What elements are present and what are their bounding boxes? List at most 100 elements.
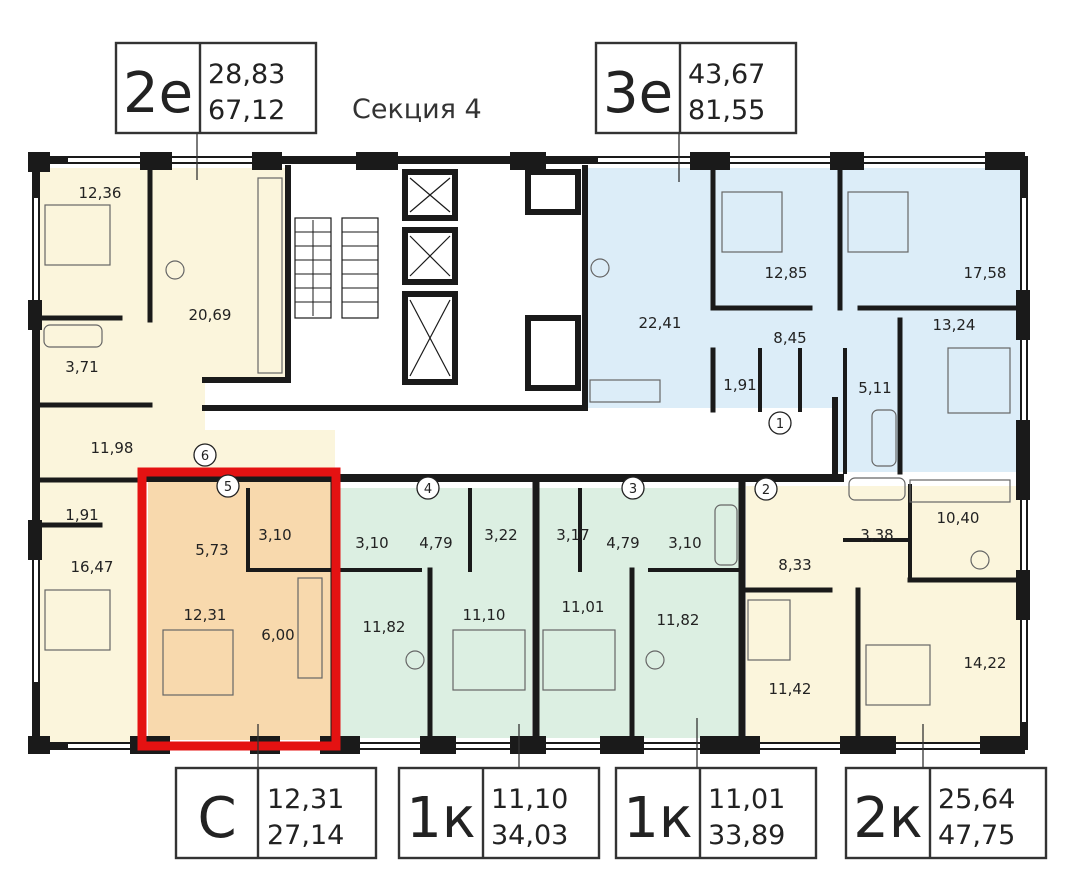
bed-icon [865,644,931,706]
kitchen-counter [297,577,323,679]
room-area-label: 10,40 [937,509,980,527]
apartment-1k-a-area[interactable] [340,488,532,738]
room-area-label: 11,98 [91,439,134,457]
selected-apartment-frame[interactable] [137,467,341,751]
living-area-value: 28,83 [208,59,285,90]
svg-text:2: 2 [762,483,770,498]
room-area-label: 11,42 [769,680,812,698]
bathtub-icon [871,409,897,467]
room-area-label: 11,82 [657,611,700,629]
apartment-type-label: 1к [623,786,692,851]
room-area-label: 20,69 [189,306,232,324]
apartment-studio-area[interactable] [148,482,334,740]
room-area-label: 8,45 [773,329,806,347]
room-area-label: 11,10 [463,606,506,624]
tag-studio[interactable]: С 12,31 27,14 [174,766,378,860]
svg-text:5: 5 [224,480,232,495]
room-area-label: 5,73 [195,541,228,559]
bathtub-icon [848,477,906,501]
apartment-fills [40,168,1020,742]
room-area-label: 3,22 [484,526,517,544]
apartment-3e-area[interactable] [585,168,1020,472]
bed-icon [747,599,791,661]
room-area-label: 11,01 [562,598,605,616]
bed-icon [847,191,909,253]
room-area-label: 13,24 [933,316,976,334]
tag-1k-a[interactable]: 1к 11,10 34,03 [397,766,601,860]
apartment-2e-area[interactable] [40,168,335,742]
entrance-marker-2[interactable]: 2 [754,477,778,501]
shaft-right-2 [525,315,581,391]
kitchen-counter [909,479,1011,503]
section-title: Секция 4 [352,94,482,125]
tag-1k-b[interactable]: 1к 11,01 33,89 [614,766,818,860]
elevator-3 [402,291,458,385]
stair-1 [294,217,332,319]
apartment-tags [196,134,924,768]
bed-icon [162,629,234,696]
room-area-label: 12,85 [765,264,808,282]
furniture [43,177,1011,706]
room-area-label: 1,91 [65,506,98,524]
room-area-label: 12,36 [79,184,122,202]
svg-text:3: 3 [629,482,637,497]
total-area-value: 67,12 [208,95,285,126]
entrance-marker-5[interactable]: 5 [216,474,240,498]
room-area-label: 1,91 [723,376,756,394]
room-area-label: 12,31 [184,606,227,624]
total-area-value: 47,75 [938,820,1015,851]
elevator-2 [402,227,458,285]
room-area-label: 11,82 [363,618,406,636]
total-area-value: 34,03 [491,820,568,851]
shaft-right [525,169,581,215]
tag-3e[interactable]: 3e 43,67 81,55 [594,41,798,135]
bathtub-icon [43,324,103,348]
elevator-1 [402,169,458,221]
bed-icon [721,191,783,253]
room-area-label: 5,11 [858,379,891,397]
entrance-marker-4[interactable]: 4 [416,476,440,500]
room-area-label: 4,79 [606,534,639,552]
tag-2k[interactable]: 2к 25,64 47,75 [844,766,1048,860]
room-area-label: 3,10 [258,526,291,544]
room-labels: 12,36 20,69 3,71 11,98 1,91 16,47 5,73 3… [65,184,1006,698]
room-area-label: 16,47 [71,558,114,576]
entrance-marker-6[interactable]: 6 [193,443,217,467]
table-icon [590,258,610,278]
apartment-type-label: 1к [406,786,475,851]
room-area-label: 3,71 [65,358,98,376]
apartment-type-label: 2e [123,61,193,126]
total-area-value: 27,14 [267,820,344,851]
entrance-marker-1[interactable]: 1 [768,411,792,435]
room-area-label: 3,17 [556,526,589,544]
bed-icon [947,347,1011,414]
room-area-label: 4,79 [419,534,452,552]
building-core [294,169,581,391]
room-area-label: 3,38 [860,526,893,544]
living-area-value: 11,01 [708,784,785,815]
living-area-value: 12,31 [267,784,344,815]
room-area-label: 3,10 [668,534,701,552]
apartment-1k-b-area[interactable] [536,488,742,738]
apartment-type-label: 2к [853,786,922,851]
entrance-marker-3[interactable]: 3 [621,476,645,500]
table-icon [645,650,665,670]
bed-icon [452,629,526,691]
stair-2 [341,217,379,319]
room-area-label: 6,00 [261,626,294,644]
bathtub-icon [714,504,738,566]
apartment-type-label: 3e [603,61,673,126]
room-area-label: 8,33 [778,556,811,574]
living-area-value: 25,64 [938,784,1015,815]
svg-text:6: 6 [201,449,209,464]
apartment-type-label: С [197,786,236,851]
total-area-value: 81,55 [688,95,765,126]
bed-icon [44,204,111,266]
kitchen-counter [589,379,661,403]
room-area-label: 3,10 [355,534,388,552]
living-area-value: 43,67 [688,59,765,90]
tag-2e[interactable]: 2e 28,83 67,12 [114,41,318,135]
svg-text:4: 4 [424,482,432,497]
apartment-2k-area[interactable] [746,486,1020,742]
room-area-label: 22,41 [639,314,682,332]
